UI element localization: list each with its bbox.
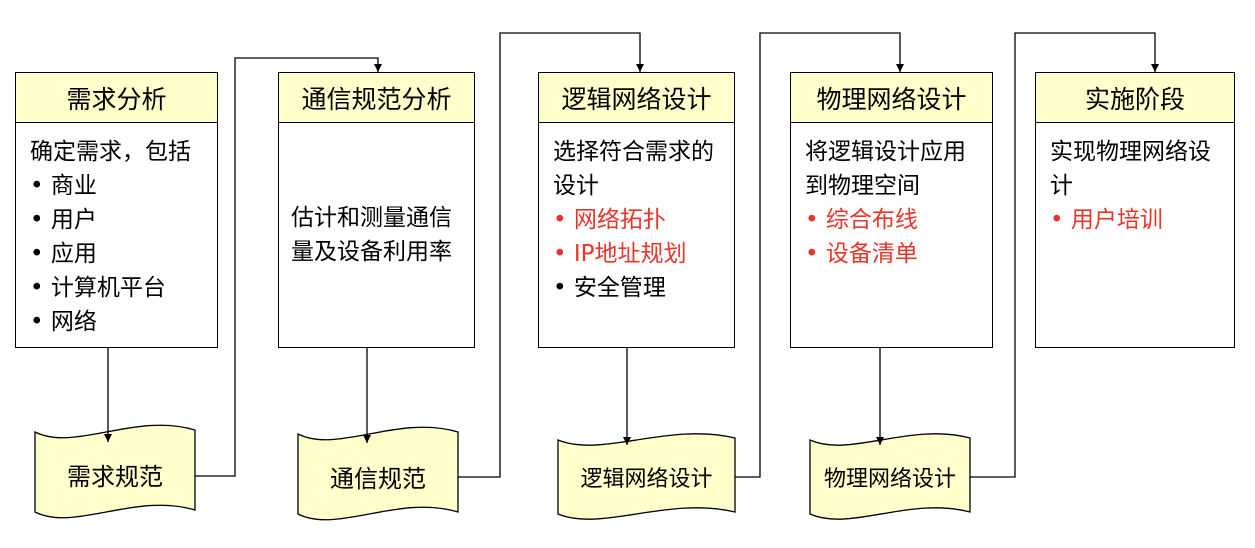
bullet-item: • 商业 [30, 173, 97, 199]
description-line: 量及设备利用率 [291, 238, 452, 265]
bullet-item: • 应用 [30, 241, 97, 267]
bullet-item: • 网络 [30, 309, 97, 335]
bullet-item: • 用户培训 [1050, 207, 1163, 233]
description-line: 计 [1050, 173, 1073, 199]
phase-box-communication-spec-analysis: 通信规范分析 估计和测量通信 量及设备利用率 [278, 72, 475, 348]
description-line: 确定需求，包括 [30, 139, 191, 165]
phase-title: 需求分析 [16, 73, 217, 123]
description-line: 实现物理网络设 [1050, 139, 1211, 165]
phase-title: 通信规范分析 [279, 73, 474, 123]
phase-description: 实现物理网络设 计 • 用户培训 [1036, 123, 1234, 237]
connector-document4-to-phase5 [970, 32, 1159, 478]
phase-description: 将逻辑设计应用 到物理空间 • 综合布线 • 设备清单 [791, 123, 992, 271]
description-line: 估计和测量通信 [291, 204, 452, 231]
bullet-item: • 综合布线 [805, 207, 918, 233]
document-label: 通信规范 [330, 464, 426, 493]
document-shape-communication-spec [297, 426, 459, 521]
document-label: 物理网络设计 [823, 467, 956, 492]
document-shape-logical-design [557, 433, 736, 520]
connector-document1-to-phase2 [195, 57, 382, 477]
phase-title: 逻辑网络设计 [539, 73, 734, 123]
bullet-item: • 设备清单 [805, 241, 918, 267]
phase-title: 物理网络设计 [791, 73, 992, 123]
bullet-item: • 安全管理 [553, 275, 666, 301]
phase-box-logical-network-design: 逻辑网络设计 选择符合需求的 设计 • 网络拓扑 • IP地址规划 • 安全管理 [538, 72, 735, 348]
phase-box-implementation: 实施阶段 实现物理网络设 计 • 用户培训 [1035, 72, 1235, 348]
document-label: 逻辑网络设计 [580, 467, 713, 492]
connector-document2-to-phase3 [458, 32, 644, 478]
bullet-item: • IP地址规划 [553, 241, 687, 267]
phase-description: 确定需求，包括 • 商业 • 用户 • 应用 • 计算机平台 • 网络 [16, 123, 217, 339]
description-line: 设计 [553, 173, 599, 199]
bullet-item: • 用户 [30, 207, 97, 233]
description-line: 将逻辑设计应用 [805, 139, 966, 165]
bullet-item: • 计算机平台 [30, 275, 166, 301]
phase-title: 实施阶段 [1036, 73, 1234, 123]
document-shape-requirements-spec [34, 424, 196, 519]
description-line: 到物理空间 [805, 173, 920, 199]
phase-description: 选择符合需求的 设计 • 网络拓扑 • IP地址规划 • 安全管理 [539, 123, 734, 305]
phase-box-physical-network-design: 物理网络设计 将逻辑设计应用 到物理空间 • 综合布线 • 设备清单 [790, 72, 993, 348]
connector-document3-to-phase4 [735, 32, 904, 478]
document-shape-physical-design [809, 433, 971, 520]
document-label: 需求规范 [67, 462, 163, 491]
description-line: 选择符合需求的 [553, 139, 714, 165]
bullet-item: • 网络拓扑 [553, 207, 666, 233]
phase-description: 估计和测量通信 量及设备利用率 [279, 123, 474, 346]
phase-box-requirements-analysis: 需求分析 确定需求，包括 • 商业 • 用户 • 应用 • 计算机平台 • 网络 [15, 72, 218, 348]
